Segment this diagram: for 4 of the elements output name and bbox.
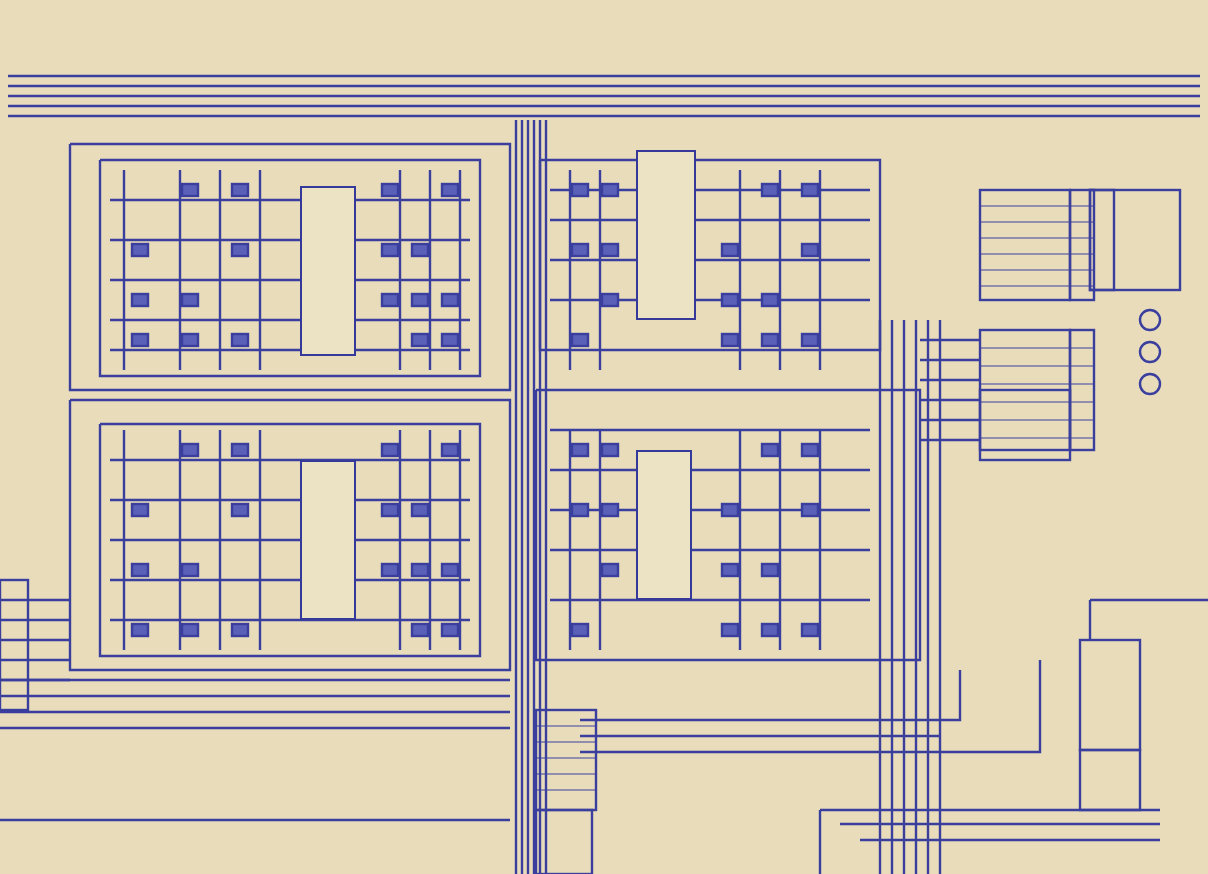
- integrated-circuit: [300, 186, 356, 356]
- integrated-circuit: [300, 460, 356, 620]
- integrated-circuit: [636, 150, 696, 320]
- integrated-circuit: [636, 450, 692, 600]
